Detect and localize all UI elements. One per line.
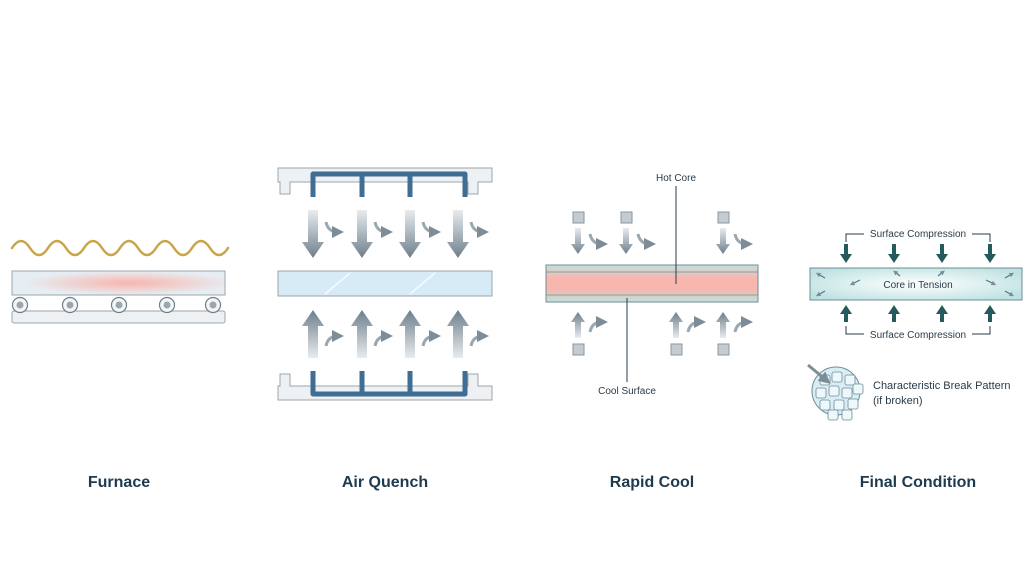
quench-glass-sheet [277, 270, 493, 297]
glass-fragment [852, 383, 864, 395]
deflected-air-arrow [373, 330, 393, 347]
bottom-compression-bracket [845, 326, 991, 335]
deflected-air-arrow [324, 221, 344, 238]
glass-fragment [815, 387, 827, 399]
core-tension-arrows [815, 270, 1015, 297]
break-pattern-label: Characteristic Break Pattern [873, 380, 1011, 392]
tension-arrow [1004, 272, 1015, 279]
furnace-glass-sheet [11, 270, 226, 296]
glass-fragment [841, 387, 853, 399]
air-flow-arrow [399, 310, 421, 358]
air-flow-arrow [716, 312, 730, 338]
air-flow-arrow [302, 310, 324, 358]
compression-arrow [840, 244, 852, 263]
top-compression-bracket [845, 233, 991, 242]
roller-hub [163, 301, 171, 309]
final-condition-stage: Core in Tension Surface Compression Surf… [807, 229, 1023, 421]
glass-fragment [819, 399, 831, 411]
deflected-air-arrow [373, 221, 393, 238]
air-flow-arrow [619, 228, 633, 254]
roller-hub [115, 301, 123, 309]
furnace-stage [10, 239, 230, 324]
glass-fragment [828, 385, 840, 397]
air-nozzle [620, 211, 633, 224]
air-nozzle [572, 343, 585, 356]
deflected-air-arrow [686, 316, 706, 333]
quench-air-arrows [302, 210, 489, 358]
rapid-cool-caption: Rapid Cool [610, 474, 694, 491]
surface-compression-bottom-label: Surface Compression [870, 330, 966, 341]
air-nozzle [572, 211, 585, 224]
air-flow-arrow [351, 310, 373, 358]
top-air-pipes [310, 171, 468, 197]
glass-fragment [841, 409, 853, 421]
air-nozzle [670, 343, 683, 356]
air-flow-arrow [399, 210, 421, 258]
deflected-air-arrow [588, 316, 608, 333]
deflected-air-arrow [324, 330, 344, 347]
air-flow-arrow [302, 210, 324, 258]
furnace-rollers [11, 296, 222, 314]
break-pattern-sublabel: (if broken) [873, 395, 923, 407]
tension-arrow [815, 272, 826, 279]
tension-arrow [849, 279, 861, 286]
deflected-air-arrow [421, 221, 441, 238]
roller-hub [66, 301, 74, 309]
glass-fragment [844, 374, 856, 386]
roller-hub [16, 301, 24, 309]
rapid-cool-glass-sheet [545, 264, 759, 303]
rapid-cool-air-arrows [571, 228, 753, 338]
final-glass-sheet [809, 267, 1023, 301]
compression-arrow [936, 244, 948, 263]
furnace-caption: Furnace [88, 474, 150, 491]
air-flow-arrow [669, 312, 683, 338]
deflected-air-arrow [733, 233, 753, 250]
glass-fragment [833, 399, 845, 411]
deflected-air-arrow [636, 233, 656, 250]
air-flow-arrow [447, 310, 469, 358]
deflected-air-arrow [421, 330, 441, 347]
roller-hub [209, 301, 217, 309]
heating-element-coil [10, 239, 230, 257]
deflected-air-arrow [469, 221, 489, 238]
rapid-cool-nozzles [572, 211, 730, 356]
air-quench-caption: Air Quench [342, 474, 428, 491]
glass-fragment [831, 371, 843, 383]
tension-arrow [893, 270, 901, 277]
compression-arrow [840, 305, 852, 322]
bottom-air-pipes [310, 371, 468, 397]
compression-arrow [984, 244, 996, 263]
air-flow-arrow [716, 228, 730, 254]
air-flow-arrow [447, 210, 469, 258]
air-quench-stage [277, 167, 493, 401]
compression-arrow [888, 305, 900, 322]
deflected-air-arrow [733, 316, 753, 333]
air-flow-arrow [571, 312, 585, 338]
compression-arrow [936, 305, 948, 322]
rapid-cool-stage: Hot Core Cool Surface [545, 173, 759, 397]
hot-core-label: Hot Core [656, 173, 696, 184]
compression-arrow [888, 244, 900, 263]
air-flow-arrow [571, 228, 585, 254]
air-nozzle [717, 211, 730, 224]
deflected-air-arrow [588, 233, 608, 250]
air-flow-arrow [351, 210, 373, 258]
break-pattern-icon [807, 363, 864, 421]
glass-fragment [827, 409, 839, 421]
core-in-tension-label: Core in Tension [883, 280, 952, 291]
tension-arrow [985, 279, 997, 286]
compression-arrows [840, 244, 996, 322]
glass-fragment [847, 398, 859, 410]
final-condition-caption: Final Condition [860, 474, 976, 491]
deflected-air-arrow [469, 330, 489, 347]
tension-arrow [815, 290, 826, 297]
air-nozzle [717, 343, 730, 356]
tension-arrow [1004, 290, 1015, 297]
surface-compression-top-label: Surface Compression [870, 229, 966, 240]
cool-surface-label: Cool Surface [598, 386, 656, 397]
compression-arrow [984, 305, 996, 322]
tension-arrow [937, 270, 945, 277]
